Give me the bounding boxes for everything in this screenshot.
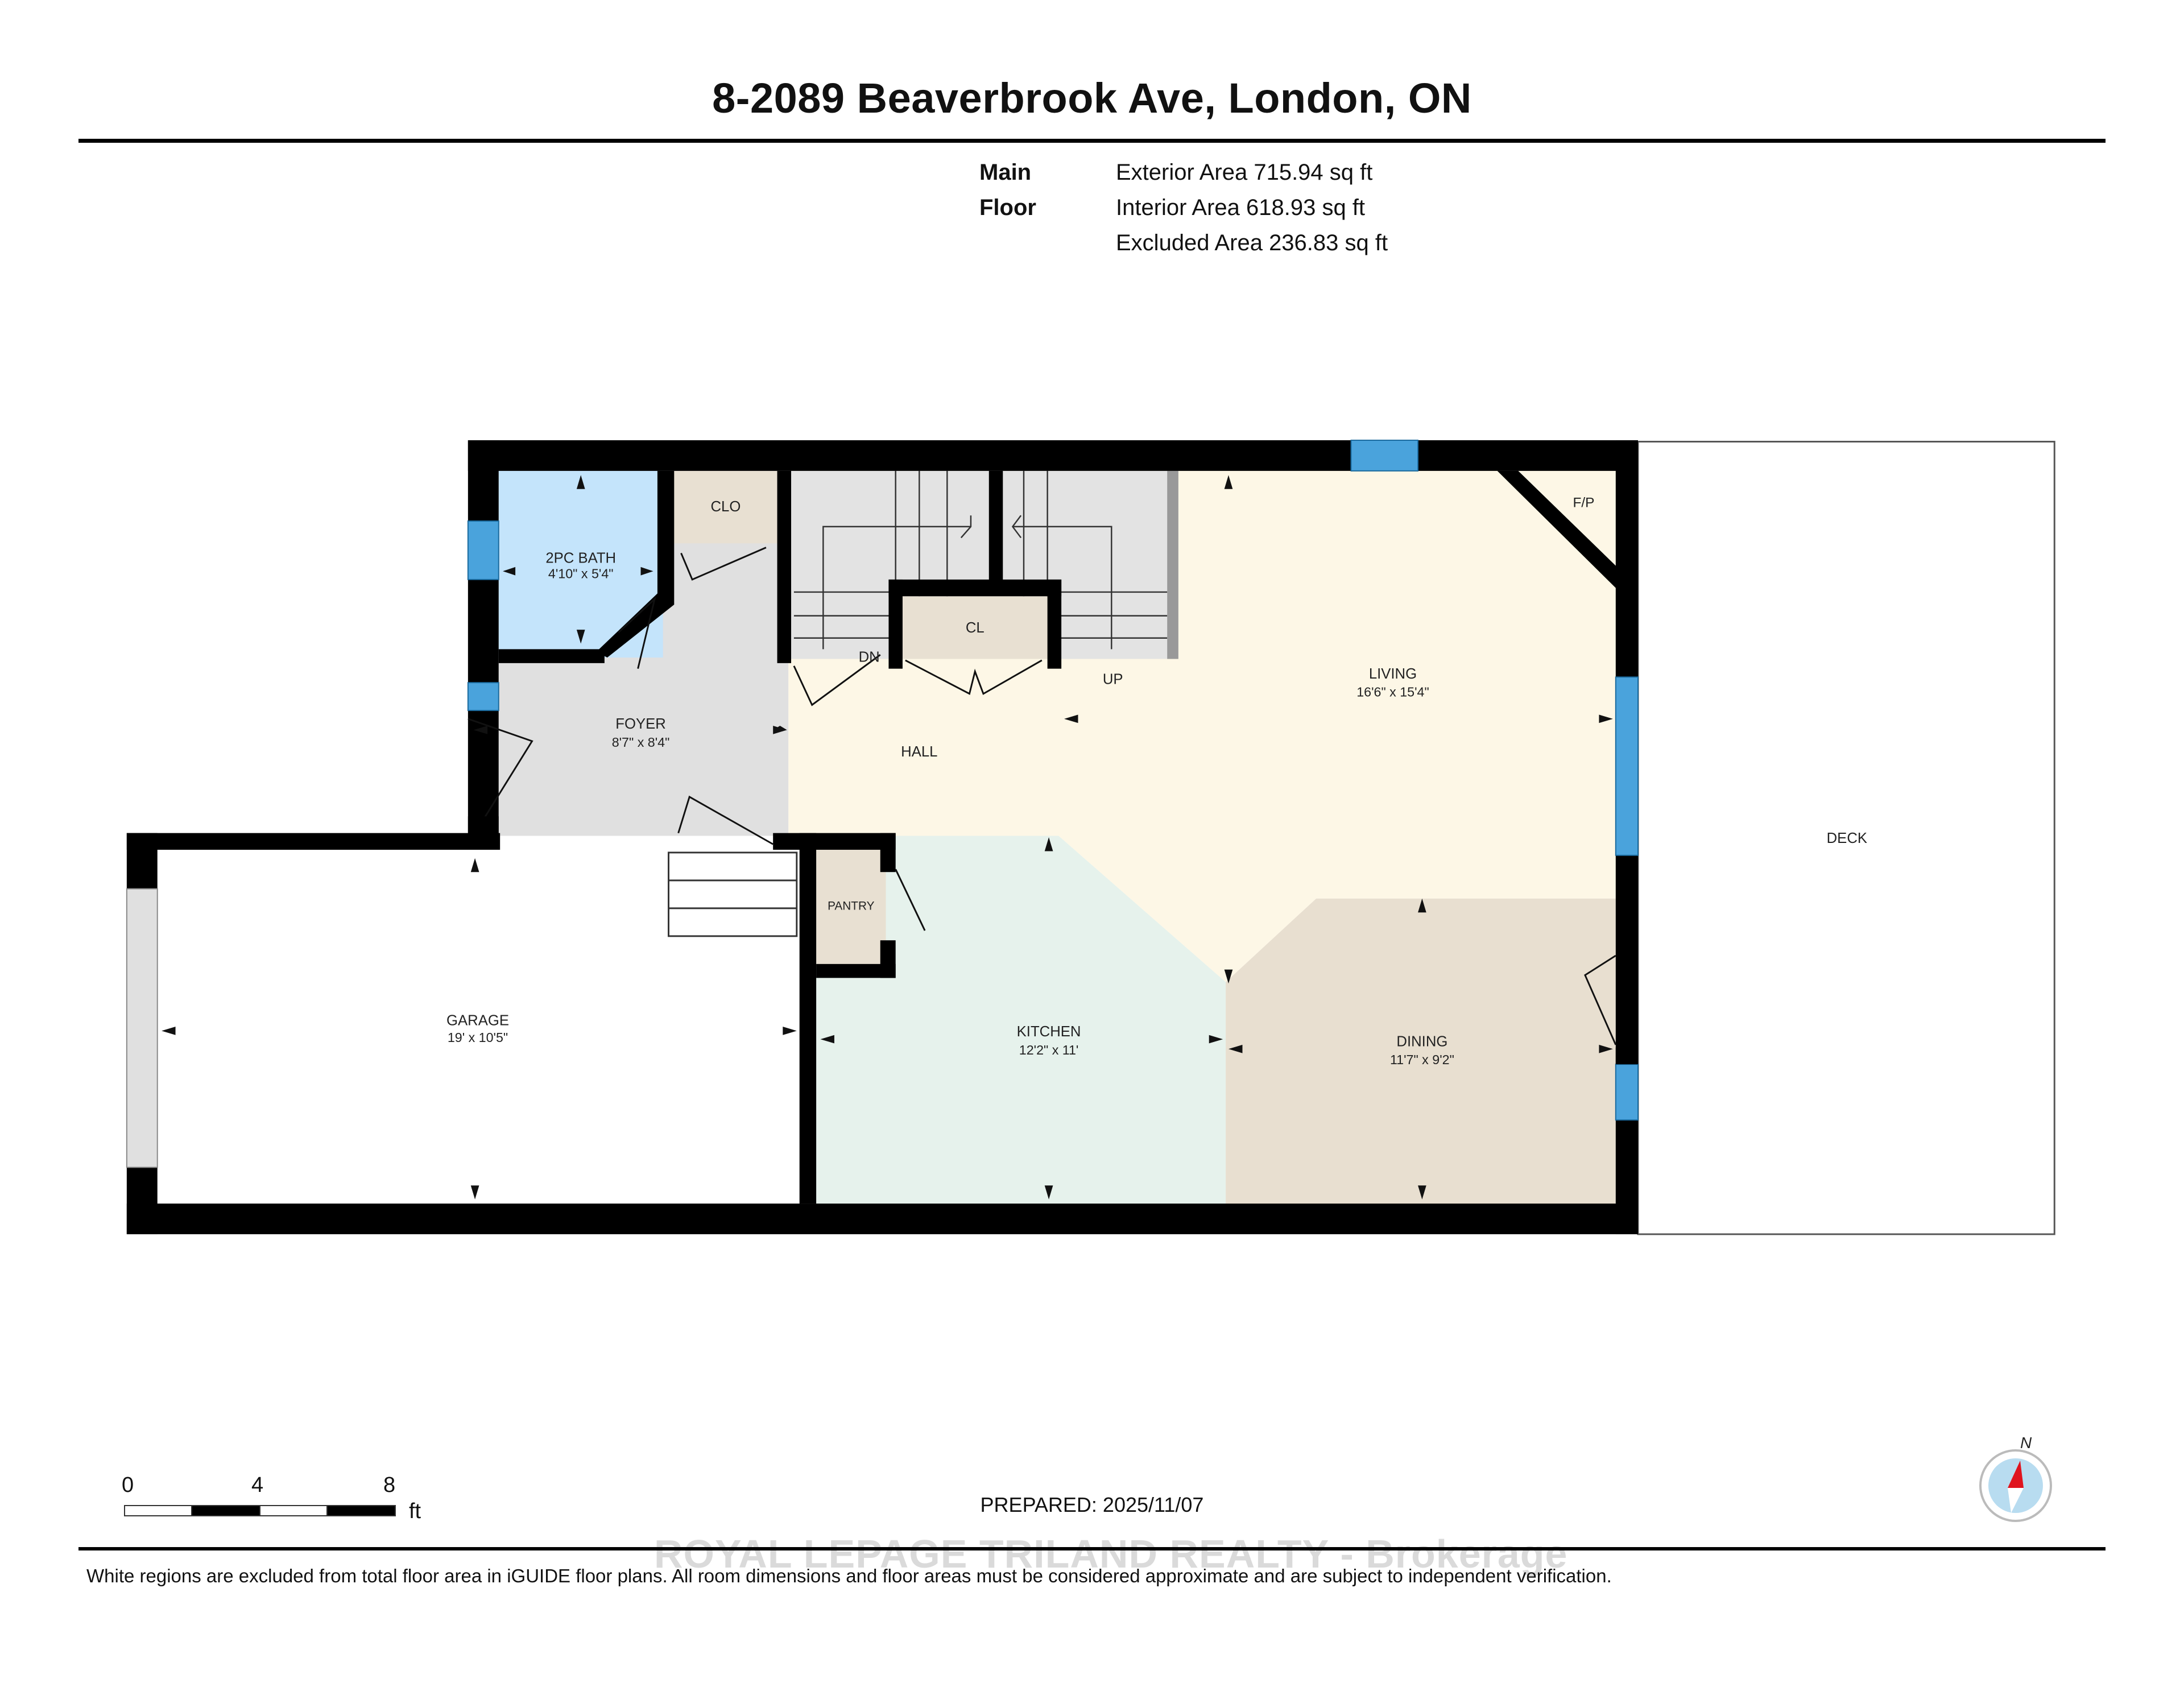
deck-area (1637, 440, 2055, 1235)
interior-area: Interior Area 618.93 sq ft (1116, 195, 1366, 220)
room-dims-kitchen: 12'2" x 11' (1019, 1043, 1079, 1057)
floor-label: Main Floor (979, 160, 1036, 220)
scale-bar: 0 4 8 ft (122, 1473, 429, 1523)
compass-icon: N (1976, 1433, 2055, 1524)
excluded-area: Excluded Area 236.83 sq ft (1116, 230, 1388, 255)
kitchen-fill (816, 836, 1226, 1204)
brokerage-watermark: ROYAL LEPAGE TRILAND REALTY - Brokerage (654, 1532, 1568, 1576)
scale-tick-8: 8 (383, 1473, 396, 1497)
footer-divider (78, 1547, 2106, 1550)
room-label-deck: DECK (1827, 830, 1867, 846)
room-label-hall: HALL (901, 744, 937, 760)
room-dims-dining: 11'7" x 9'2" (1390, 1052, 1454, 1067)
room-dims-foyer: 8'7" x 8'4" (612, 735, 670, 750)
room-label-dining: DINING (1396, 1033, 1447, 1049)
scale-tick-0: 0 (122, 1473, 134, 1497)
cl-fill (902, 596, 1050, 659)
room-label-pantry: PANTRY (828, 899, 875, 912)
disclaimer-text: White regions are excluded from total fl… (86, 1565, 1612, 1586)
room-label-clo: CLO (710, 499, 741, 515)
compass-north-label: N (2020, 1434, 2032, 1452)
page-title: 8-2089 Beaverbrook Ave, London, ON (712, 75, 1472, 122)
stairs-down-label: DN (859, 649, 880, 665)
header-divider (78, 139, 2106, 143)
room-label-foyer: FOYER (615, 716, 666, 732)
stairs-up-label: UP (1103, 672, 1123, 688)
room-dims-bath: 4'10" x 5'4" (548, 566, 614, 581)
room-dims-garage: 19' x 10'5" (448, 1030, 508, 1045)
prepared-date: PREPARED: 2025/11/07 (980, 1493, 1204, 1516)
room-label-living: LIVING (1369, 666, 1417, 682)
dimension-markers (162, 475, 1613, 1200)
windows (126, 440, 1639, 1168)
stair-treads (793, 470, 1168, 650)
garage-steps (668, 851, 798, 937)
scale-tick-4: 4 (251, 1473, 264, 1497)
scale-unit: ft (409, 1499, 421, 1523)
doors (468, 547, 1617, 1045)
room-label-kitchen: KITCHEN (1017, 1024, 1081, 1040)
dining-fill (1226, 898, 1616, 1204)
room-label-bath: 2PC BATH (545, 551, 616, 567)
room-label-cl: CL (966, 620, 985, 636)
room-label-garage: GARAGE (446, 1013, 509, 1029)
exterior-area: Exterior Area 715.94 sq ft (1116, 160, 1373, 185)
room-label-fp: F/P (1573, 495, 1594, 511)
room-dims-living: 16'6" x 15'4" (1356, 685, 1429, 700)
pantry-fill (816, 845, 886, 964)
clo-fill (674, 470, 777, 544)
